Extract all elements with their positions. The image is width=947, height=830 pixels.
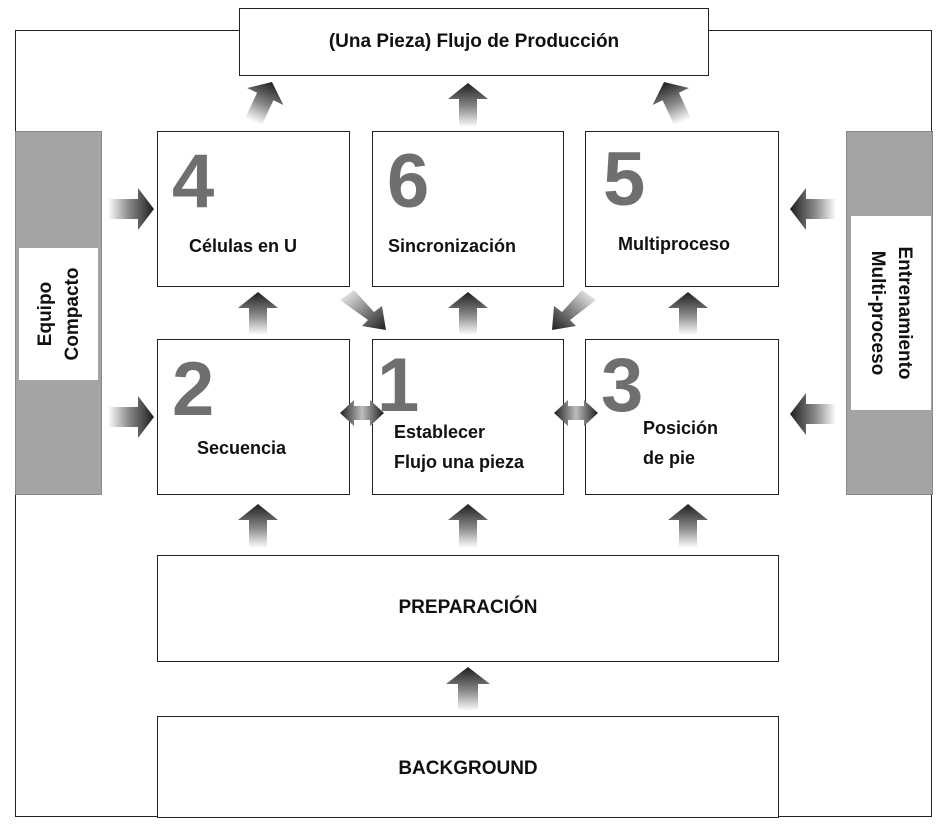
preparation-bar: PREPARACIÓN (157, 555, 779, 662)
arrow-up-top-center (448, 83, 488, 127)
arrow-up-position-to-multi (668, 292, 708, 335)
box-standing-position-label-line1: Posición (643, 418, 719, 438)
arrow-up-top-right (652, 82, 691, 126)
arrow-up-flow-to-sync (448, 292, 488, 335)
box-multiprocess-number: 5 (603, 137, 646, 222)
compact-equipment-card: Equipo Compacto (19, 248, 98, 380)
box-u-cells-label: Células en U (189, 236, 298, 256)
box-sequence-label: Secuencia (197, 438, 287, 458)
diagram-title: (Una Pieza) Flujo de Producción (328, 31, 620, 52)
box-standing-position-number: 3 (601, 343, 644, 428)
box-one-piece-flow-label-line2: Flujo una pieza (394, 452, 525, 472)
box-synchronization-label: Sincronización (388, 236, 517, 256)
arrow-right-equipment-to-sequence (108, 396, 154, 438)
box-sequence: 2 Secuencia (157, 339, 350, 495)
compact-equipment-panel: Equipo Compacto (15, 131, 102, 495)
box-one-piece-flow: 1 Establecer Flujo una pieza (372, 339, 564, 495)
arrow-double-sequence-flow (340, 400, 384, 426)
arrow-up-prep-to-sequence (238, 504, 278, 548)
arrow-left-training-to-multi (790, 188, 836, 230)
box-multiprocess-label: Multiproceso (618, 234, 731, 254)
arrow-diagonal-multi-to-flow (552, 290, 596, 330)
box-synchronization: 6 Sincronización (372, 131, 564, 287)
box-u-cells: 4 Células en U (157, 131, 350, 287)
box-multiprocess: 5 Multiproceso (585, 131, 779, 287)
box-sequence-number: 2 (172, 347, 215, 432)
arrow-left-training-to-position (790, 393, 836, 435)
box-synchronization-number: 6 (387, 139, 430, 224)
background-bar: BACKGROUND (157, 716, 779, 818)
arrow-up-prep-to-position (668, 504, 708, 548)
arrow-right-equipment-to-cells (108, 188, 154, 230)
box-one-piece-flow-number: 1 (377, 343, 420, 428)
arrow-up-sequence-to-cells (238, 292, 278, 335)
arrow-up-top-left (245, 82, 284, 126)
arrow-up-prep-to-flow (448, 504, 488, 548)
arrow-up-background-to-prep (446, 667, 490, 711)
box-u-cells-number: 4 (172, 139, 215, 224)
preparation-label: PREPARACIÓN (398, 597, 538, 618)
arrow-diagonal-cells-to-flow (340, 290, 386, 330)
production-flow-title-box: (Una Pieza) Flujo de Producción (239, 8, 709, 76)
box-one-piece-flow-label-line1: Establecer (394, 422, 486, 442)
box-standing-position-label-line2: de pie (643, 448, 696, 468)
box-standing-position: 3 Posición de pie (585, 339, 779, 495)
arrow-double-flow-position (554, 400, 598, 426)
background-label: BACKGROUND (398, 758, 538, 779)
multiprocess-training-card: Entrenamiento Multi-proceso (851, 216, 931, 410)
multiprocess-training-panel: Entrenamiento Multi-proceso (846, 131, 933, 495)
